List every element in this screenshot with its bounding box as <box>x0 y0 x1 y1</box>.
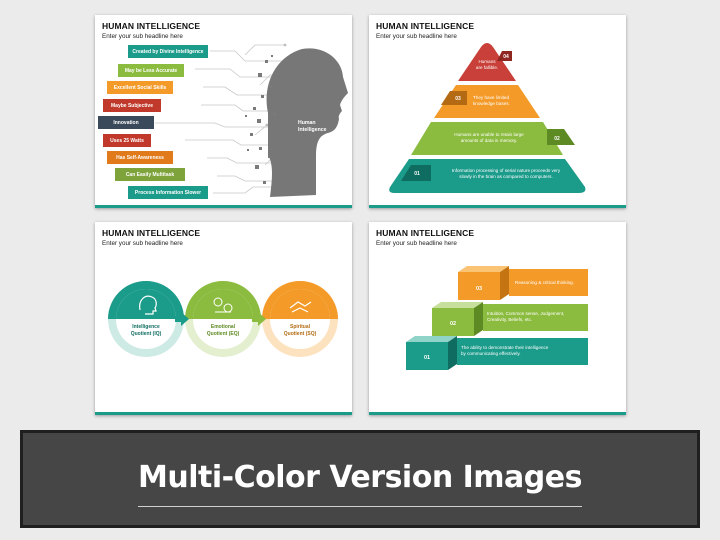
slide-accent-bar <box>369 205 626 208</box>
step-3-number: 03 <box>476 286 482 292</box>
level-2-text: Humans are unable to retain large amount… <box>454 132 524 143</box>
head-label: Human Intelligence <box>298 120 327 133</box>
pyramid-graphic: 04 03 02 01 <box>389 43 586 193</box>
step-2-text: Intuition, Common sense, Judgement, Crea… <box>487 311 565 323</box>
level-2-number: 02 <box>554 136 560 142</box>
label-watts: Uses 25 Watts <box>103 134 151 147</box>
slide-accent-bar <box>369 412 626 415</box>
slide-steps[interactable]: HUMAN INTELLIGENCE Enter your sub headli… <box>369 222 626 415</box>
slide-accent-bar <box>95 412 352 415</box>
emotions-icon <box>213 297 233 313</box>
slide-title: HUMAN INTELLIGENCE <box>102 228 201 238</box>
slide-quotients[interactable]: HUMAN INTELLIGENCE Enter your sub headli… <box>95 222 352 415</box>
slide-subtitle: Enter your sub headline here <box>102 240 183 247</box>
sq-label: Spiritual Quotient (SQ) <box>283 324 317 337</box>
head-circuit-graphic <box>155 43 348 197</box>
level-4-text: Humans are fallible. <box>475 59 499 70</box>
slide-pyramid[interactable]: HUMAN INTELLIGENCE Enter your sub headli… <box>369 15 626 208</box>
label-self-awareness: Has Self-Awareness <box>107 151 173 164</box>
label-social: Excellent Social Skills <box>107 81 173 94</box>
level-3-text: They have limited knowledge bases. <box>473 95 510 106</box>
iq-label: Intelligence Quotient (IQ) <box>130 324 162 337</box>
slide-subtitle: Enter your sub headline here <box>102 33 183 40</box>
slide-title: HUMAN INTELLIGENCE <box>376 228 475 238</box>
label-innovation: Innovation <box>98 116 154 129</box>
slide-accent-bar <box>95 205 352 208</box>
label-less-accurate: May be Less Accurate <box>118 64 184 77</box>
level-3-number: 03 <box>455 96 461 102</box>
level-4-number: 04 <box>503 54 509 60</box>
steps-graphic: 03 02 01 <box>406 266 588 370</box>
slide-subtitle: Enter your sub headline here <box>376 33 457 40</box>
quotient-circles-graphic <box>108 281 338 357</box>
label-subjective: Maybe Subjective <box>103 99 161 112</box>
label-divine: Created by Divine Intelligence <box>128 45 208 58</box>
step-3-text: Reasoning & critical thinking. <box>515 280 574 285</box>
step-2-number: 02 <box>450 321 456 327</box>
banner-title: Multi-Color Version Images <box>138 460 582 495</box>
step-1-number: 01 <box>424 355 430 361</box>
slide-subtitle: Enter your sub headline here <box>376 240 457 247</box>
step-1-text: The ability to demonstrate their intelli… <box>461 345 549 357</box>
label-multitask: Can Easily Multitask <box>115 168 185 181</box>
caption-banner: Multi-Color Version Images <box>20 430 700 528</box>
level-1-text: Information processing of serial nature … <box>451 168 561 179</box>
slide-title: HUMAN INTELLIGENCE <box>376 21 475 31</box>
hands-icon <box>289 301 312 313</box>
slide-brain-labels[interactable]: HUMAN INTELLIGENCE Enter your sub headli… <box>95 15 352 208</box>
banner-underline <box>138 506 582 507</box>
label-slower: Process Information Slower <box>128 186 208 199</box>
head-icon <box>139 295 157 315</box>
eq-label: Emotional Quotient (EQ) <box>206 324 240 337</box>
level-1-number: 01 <box>414 171 420 177</box>
slide-title: HUMAN INTELLIGENCE <box>102 21 201 31</box>
